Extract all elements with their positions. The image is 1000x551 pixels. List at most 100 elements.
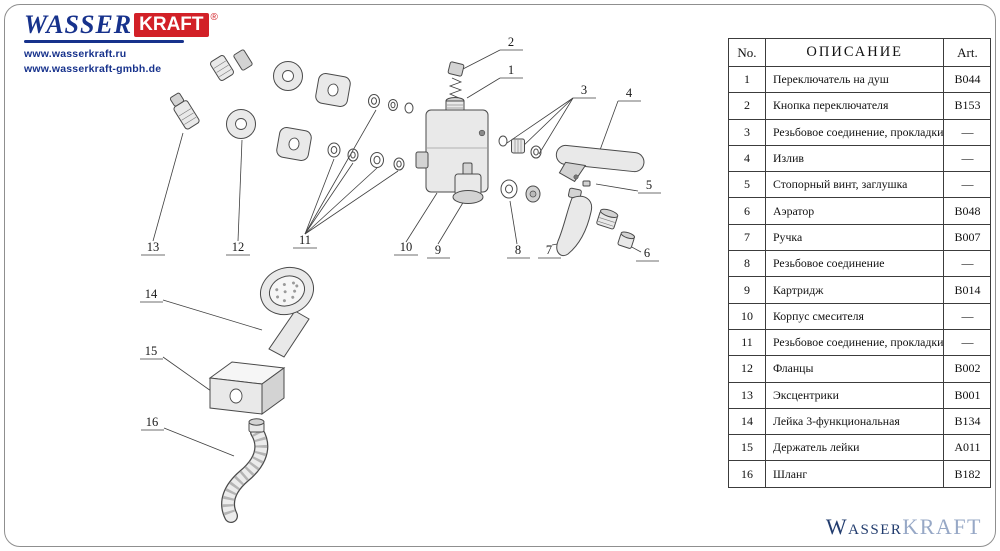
callout-3: 3	[581, 83, 587, 97]
callout-1: 1	[508, 63, 514, 77]
part-flange-round-upper	[273, 61, 303, 91]
part-description-cell: Излив	[764, 144, 945, 173]
part-hose	[221, 418, 269, 523]
part-article-cell: —	[943, 328, 992, 357]
part-flange-round-lower	[226, 109, 256, 139]
part-eccentric-lower	[169, 92, 200, 130]
logo-url-ru: www.wasserkraft.ru	[24, 48, 127, 60]
spray-dots	[275, 281, 299, 303]
part-article-cell: —	[943, 144, 992, 173]
part-article-cell: B153	[943, 92, 992, 120]
leader-lines	[140, 49, 661, 457]
part-number-cell: 9	[728, 276, 766, 304]
callout-12: 12	[232, 240, 245, 254]
part-diverter-button	[447, 61, 465, 77]
part-eccentric-upper	[210, 49, 253, 81]
part-description-cell: Ручка	[764, 223, 945, 252]
part-stop-screw	[573, 174, 591, 187]
callout-9: 9	[435, 243, 441, 257]
footer-kraft-text: KRAFT	[902, 514, 982, 539]
part-shower-head	[260, 266, 314, 358]
part-flange-square-lower	[276, 127, 312, 161]
part-article-cell: B014	[943, 276, 992, 304]
part-description-cell: Держатель лейки	[764, 434, 945, 462]
callout-2: 2	[508, 35, 514, 49]
part-number-cell: 15	[728, 434, 766, 462]
part-article-cell: B002	[943, 355, 992, 383]
part-holder	[208, 361, 286, 415]
part-description-cell: Аэратор	[764, 197, 945, 225]
part-gasket-rings-lower	[327, 142, 405, 171]
callout-8: 8	[515, 243, 521, 257]
callout-7: 7	[546, 243, 552, 257]
part-description-cell: Переключатель на душ	[764, 65, 945, 94]
registered-mark: ®	[210, 12, 218, 23]
header-description: ОПИСАНИЕ	[764, 38, 945, 67]
part-description-cell: Лейка 3-функциональная	[764, 407, 945, 436]
part-number-cell: 11	[728, 328, 766, 357]
header-no: No.	[728, 38, 766, 67]
logo-kraft-badge: KRAFT	[134, 13, 209, 37]
part-article-cell: —	[943, 250, 992, 278]
callout-6: 6	[644, 246, 650, 260]
part-article-cell: B007	[943, 223, 992, 252]
part-article-cell: A011	[943, 434, 992, 462]
part-number-cell: 10	[728, 302, 766, 330]
part-description-cell: Резьбовое соединение, прокладки	[764, 118, 945, 146]
part-article-cell: B182	[943, 460, 992, 488]
part-description-cell: Картридж	[764, 276, 945, 304]
part-description-cell: Резьбовое соединение, прокладки	[764, 328, 945, 357]
callout-5: 5	[646, 178, 652, 192]
part-gasket-rings-upper	[368, 94, 414, 114]
footer-wasser-text: Wasser	[825, 514, 903, 539]
part-number-cell: 7	[728, 223, 766, 252]
part-threaded-connection-spout	[498, 135, 542, 159]
callout-15: 15	[145, 344, 158, 358]
part-description-cell: Резьбовое соединение	[764, 250, 945, 278]
part-cartridge	[452, 162, 484, 204]
callouts: 1 2 3 4 5 6 7 8 9 10 11 12 13 14 15 16	[145, 35, 652, 429]
logo-wasser-text: WASSER	[24, 10, 133, 39]
part-description-cell: Шланг	[764, 460, 945, 488]
brand-logo: WASSER KRAFT ® www.wasserkraft.ru www.wa…	[24, 12, 218, 77]
part-diverter	[445, 77, 465, 113]
callout-14: 14	[145, 287, 158, 301]
part-number-cell: 13	[728, 381, 766, 409]
part-description-cell: Кнопка переключателя	[764, 92, 945, 120]
part-number-cell: 16	[728, 460, 766, 488]
header-art: Art.	[943, 38, 992, 67]
part-article-cell: —	[943, 171, 992, 199]
table-header-row: No. ОПИСАНИЕ Art.	[728, 38, 992, 67]
part-article-cell: —	[943, 118, 992, 146]
logo-underline	[24, 40, 184, 43]
part-threaded-ring	[500, 179, 541, 203]
part-number-cell: 2	[728, 92, 766, 120]
part-number-cell: 14	[728, 407, 766, 436]
part-aerator	[596, 208, 636, 249]
part-description-cell: Эксцентрики	[764, 381, 945, 409]
part-number-cell: 1	[728, 65, 766, 94]
part-number-cell: 3	[728, 118, 766, 146]
part-article-cell: B048	[943, 197, 992, 225]
part-number-cell: 6	[728, 197, 766, 225]
part-description-cell: Фланцы	[764, 355, 945, 383]
callout-11: 11	[299, 233, 311, 247]
part-article-cell: B134	[943, 407, 992, 436]
callout-16: 16	[146, 415, 159, 429]
part-spout	[555, 144, 645, 183]
